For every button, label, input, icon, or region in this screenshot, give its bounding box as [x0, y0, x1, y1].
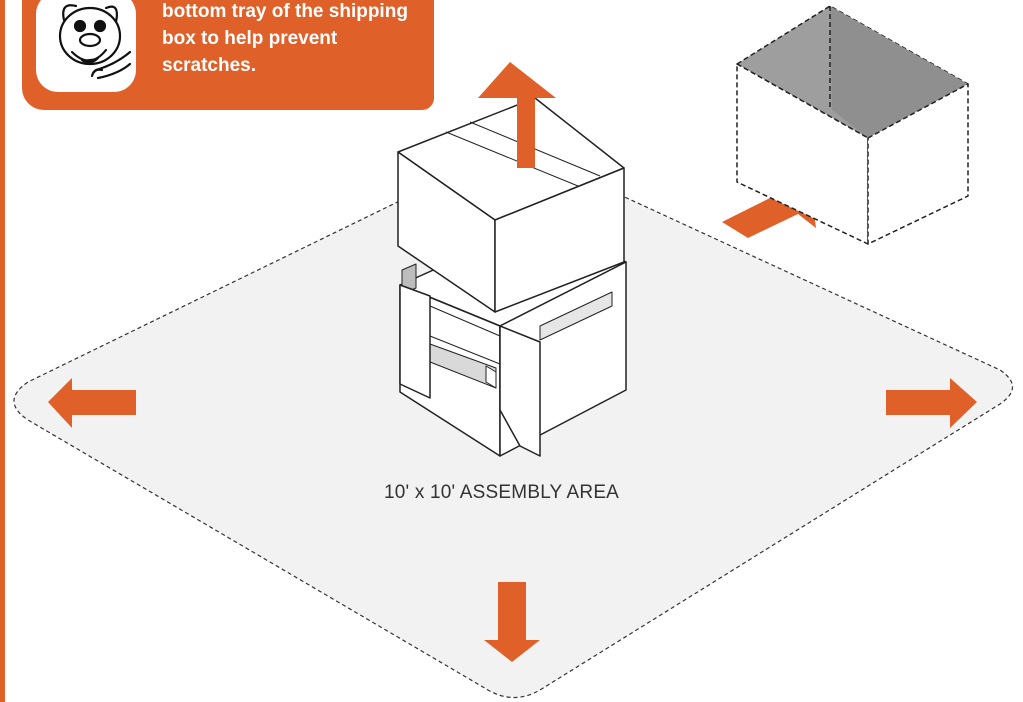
arrow-down-icon	[484, 582, 540, 662]
pig-mascot-pointing-icon	[58, 4, 132, 80]
tip-line-2: box to help prevent	[162, 28, 338, 49]
assembly-area-label: 10' x 10' ASSEMBLY AREA	[384, 482, 620, 503]
arrow-left-icon	[48, 378, 136, 428]
tip-line-3: scratches.	[162, 55, 257, 76]
mascot-badge	[36, 0, 136, 92]
tip-text: bottom tray of the shipping box to help …	[162, 0, 422, 79]
tip-line-1: bottom tray of the shipping	[162, 1, 408, 22]
storage-box	[736, 5, 969, 245]
tip-callout: bottom tray of the shipping box to help …	[22, 0, 434, 110]
box-lid	[397, 97, 625, 313]
arrow-right-icon	[886, 378, 977, 428]
arrow-up-icon	[478, 62, 556, 168]
left-accent-bar	[0, 0, 5, 702]
